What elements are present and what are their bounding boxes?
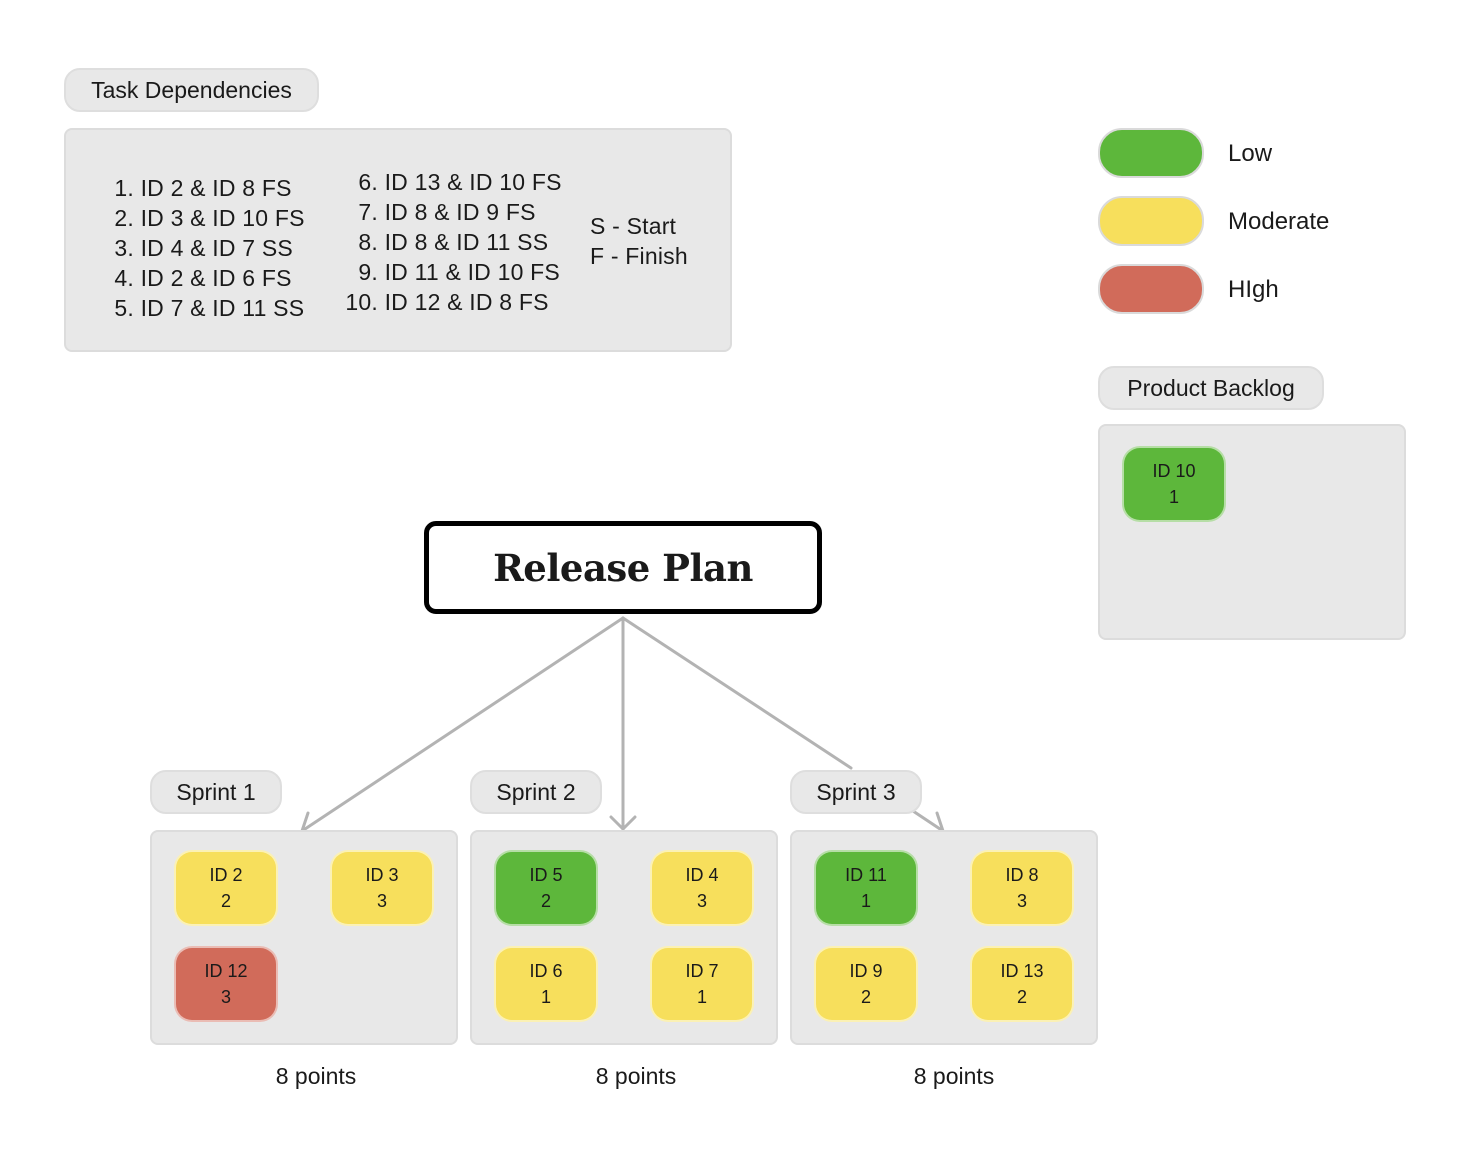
task-card-points: 3 [1016,891,1027,911]
task-card-id: ID 12 [204,961,248,981]
task-card-points: 2 [860,987,871,1007]
task-card-id: ID 6 [529,961,563,981]
product-backlog-title: Product Backlog [1098,366,1324,410]
connector-sprint-1 [300,616,625,833]
legend-swatch-high [1098,264,1204,314]
task-card[interactable]: ID 13 2 [970,946,1074,1022]
task-card[interactable]: ID 6 1 [494,946,598,1022]
dependency-item: 3. ID 4 & ID 7 SS [114,235,293,261]
legend-label-high: HIgh [1228,276,1279,303]
dependency-item: 4. ID 2 & ID 6 FS [114,265,292,291]
legend-swatch-low [1098,128,1204,178]
sprint-1-points: 8 points [275,1063,357,1089]
task-card-points: 2 [220,891,231,911]
dependency-item: 7. ID 8 & ID 9 FS [358,199,536,225]
sprint-2-points: 8 points [595,1063,677,1089]
sprint-3-title: Sprint 3 [790,770,922,814]
connector-sprint-3 [621,616,853,770]
key-finish: F - Finish [590,243,688,269]
task-card-id: ID 5 [529,865,563,885]
task-card[interactable]: ID 7 1 [650,946,754,1022]
task-card-id: ID 7 [685,961,719,981]
dependency-item: 6. ID 13 & ID 10 FS [358,169,562,195]
task-card-id: ID 8 [1005,865,1039,885]
task-card-points: 1 [696,987,707,1007]
task-card-points: 1 [860,891,871,911]
task-card-id: ID 9 [849,961,883,981]
task-card-id: ID 10 [1152,461,1196,481]
task-card-points: 3 [696,891,707,911]
task-card[interactable]: ID 11 1 [814,850,918,926]
task-card-id: ID 2 [209,865,243,885]
arrowhead-sprint-2 [609,815,637,831]
task-card[interactable]: ID 10 1 [1122,446,1226,522]
task-card[interactable]: ID 5 2 [494,850,598,926]
task-card-id: ID 4 [685,865,719,885]
dependency-item: 9. ID 11 & ID 10 FS [358,259,560,285]
dependency-item: 2. ID 3 & ID 10 FS [114,205,305,231]
dependency-key: S - Start F - Finish [590,211,688,271]
task-dependencies-title: Task Dependencies [64,68,319,112]
task-card[interactable]: ID 9 2 [814,946,918,1022]
dependency-item: 8. ID 8 & ID 11 SS [358,229,549,255]
task-card[interactable]: ID 2 2 [174,850,278,926]
task-card-points: 2 [1016,987,1027,1007]
key-start: S - Start [590,213,677,239]
task-card-points: 3 [376,891,387,911]
legend-label-low: Low [1228,140,1273,167]
dependency-list-column-1: 1. ID 2 & ID 8 FS 2. ID 3 & ID 10 FS 3. … [112,173,305,323]
task-card[interactable]: ID 8 3 [970,850,1074,926]
task-card-id: ID 13 [1000,961,1044,981]
task-dependencies-panel: 1. ID 2 & ID 8 FS 2. ID 3 & ID 10 FS 3. … [64,128,732,352]
task-card-points: 2 [540,891,551,911]
dependency-item: 10. ID 12 & ID 8 FS [345,289,549,315]
dependency-list-column-2: 6. ID 13 & ID 10 FS 7. ID 8 & ID 9 FS 8.… [340,167,562,317]
task-card-id: ID 3 [365,865,399,885]
task-card[interactable]: ID 4 3 [650,850,754,926]
legend-label-moderate: Moderate [1228,208,1330,235]
release-plan-box: Release Plan [424,521,822,614]
dependency-item: 1. ID 2 & ID 8 FS [114,175,292,201]
sprint-3-points: 8 points [913,1063,995,1089]
task-card-points: 1 [540,987,551,1007]
task-card-id: ID 11 [845,865,887,885]
connector-sprint-3-end [911,809,945,833]
task-card[interactable]: ID 3 3 [330,850,434,926]
sprint-2-title: Sprint 2 [470,770,602,814]
task-card-points: 3 [220,987,231,1007]
task-card[interactable]: ID 12 3 [174,946,278,1022]
sprint-1-title: Sprint 1 [150,770,282,814]
task-card-points: 1 [1168,487,1179,507]
dependency-item: 5. ID 7 & ID 11 SS [114,295,305,321]
legend-swatch-moderate [1098,196,1204,246]
